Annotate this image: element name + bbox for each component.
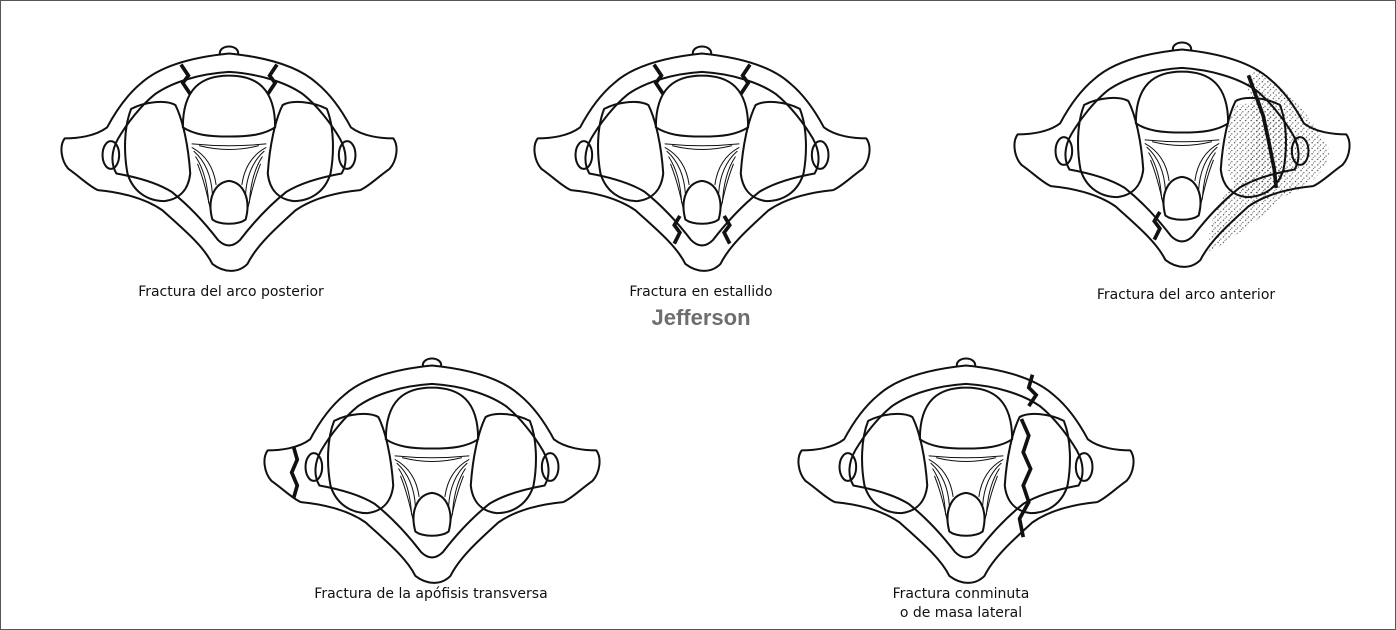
burst-fracture-drawing [499, 35, 905, 275]
transverse-process-fracture-drawing [229, 347, 635, 587]
burst-caption: Fractura en estallido [591, 283, 811, 301]
comminuted-caption-line2: o de masa lateral [831, 604, 1091, 622]
comminuted-caption-line1: Fractura conminuta [831, 585, 1091, 603]
posterior-arch-fracture-drawing [26, 35, 432, 275]
fracture-lines [292, 447, 298, 499]
fracture-lines [181, 65, 277, 95]
transverse-process-caption: Fractura de la apófisis transversa [271, 585, 591, 603]
anterior-arch-fracture-drawing [979, 31, 1385, 271]
fracture-lines [654, 65, 750, 244]
anterior-arch-caption: Fractura del arco anterior [1061, 286, 1311, 304]
jefferson-title: Jefferson [591, 305, 811, 331]
comminuted-fracture-drawing [763, 347, 1169, 587]
posterior-arch-caption: Fractura del arco posterior [101, 283, 361, 301]
